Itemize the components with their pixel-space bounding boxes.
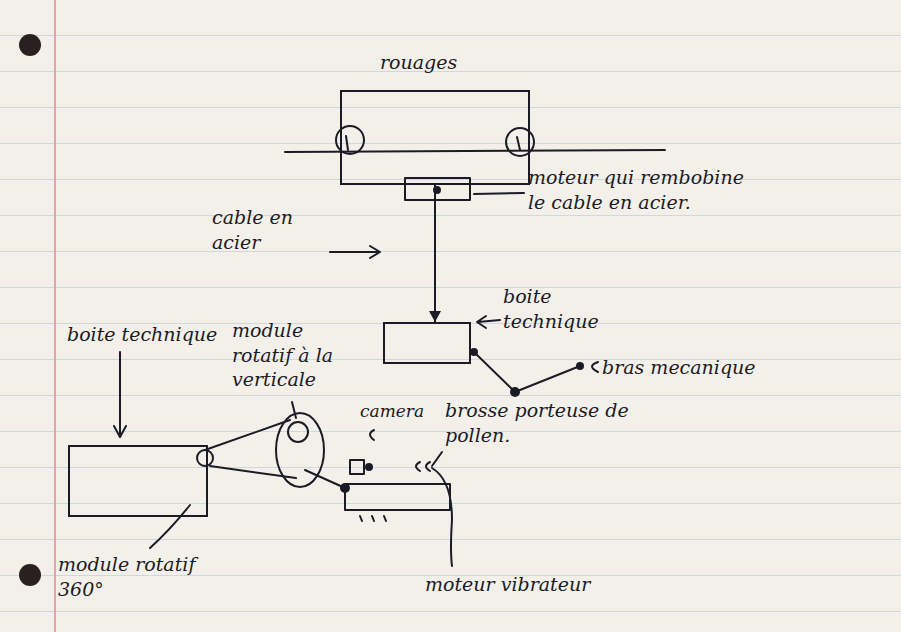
part-label: cable en acier: [212, 205, 307, 254]
box-label: rouages: [380, 50, 520, 75]
leader-line: [416, 452, 442, 471]
part-label: brosse porteuse de pollen.: [445, 398, 635, 447]
rotary-joint: [288, 422, 308, 442]
part-label: bras mecanique: [602, 355, 772, 380]
technical-box: rouages: [340, 90, 530, 185]
leader-line: [474, 193, 524, 194]
leader-line: [592, 362, 598, 372]
part-label: module rotatif à la verticale: [232, 318, 352, 392]
binder-hole: [19, 34, 41, 56]
rotary-joint: [197, 450, 213, 466]
arm-link: [305, 470, 345, 488]
brush-bristles: [360, 516, 386, 521]
leader-arrow: [477, 316, 500, 328]
leader-arrow: [330, 246, 380, 258]
part-label: module rotatif 360°: [58, 552, 198, 601]
technical-box: boite technique: [68, 445, 208, 517]
leader-arrow: [114, 352, 126, 437]
camera-lens: [366, 464, 372, 470]
brush-platform: [345, 484, 450, 510]
camera-body: [350, 460, 364, 474]
leader-line: [370, 430, 374, 440]
binder-hole: [19, 564, 41, 586]
joint-dot: [577, 363, 583, 369]
joint-dot: [471, 349, 477, 355]
technical-box: boite technique: [383, 322, 471, 364]
part-label: moteur vibrateur: [425, 572, 605, 597]
box-label: boite technique: [503, 284, 593, 333]
wheel-axle: [517, 137, 520, 150]
part-label: moteur qui rembobine le cable en acier.: [528, 165, 763, 214]
leader-line: [432, 468, 452, 566]
part-label: camera: [360, 400, 440, 422]
leader-line: [292, 402, 296, 418]
joint-dot: [511, 388, 519, 396]
leader-line: [150, 505, 190, 548]
winch-motor: [405, 178, 470, 200]
wheel-axle: [346, 136, 348, 150]
steel-cable: [429, 185, 441, 322]
mechanical-arm: [474, 352, 580, 392]
box-label: boite technique: [67, 322, 222, 347]
